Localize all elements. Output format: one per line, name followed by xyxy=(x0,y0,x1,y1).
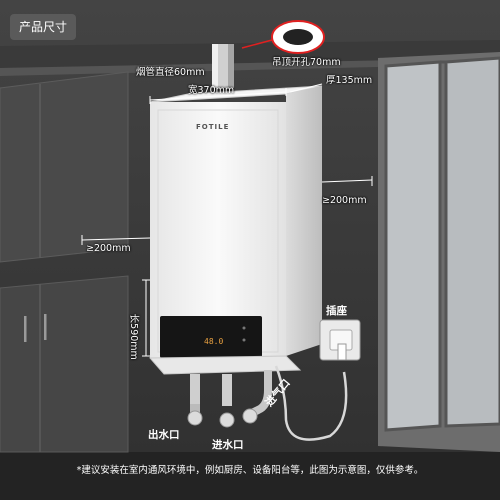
floor xyxy=(0,452,500,500)
panel-button xyxy=(242,326,246,330)
water-heater-side xyxy=(286,86,322,356)
socket-label: 插座 xyxy=(326,305,347,317)
footnote: *建议安装在室内通风环境中，例如厨房、设备阳台等，此图为示意图，仅供参考。 xyxy=(76,465,424,476)
brand-logo: FOTILE xyxy=(196,123,230,131)
flue-pipe-highlight xyxy=(212,44,218,88)
dimension-lines xyxy=(81,83,373,357)
bottom-cover xyxy=(148,355,302,375)
height-label: 长590mm xyxy=(127,313,139,360)
water-inlet-pipe xyxy=(219,374,235,428)
water-outlet-label: 出水口 xyxy=(148,429,180,441)
cabinet-handle xyxy=(24,316,27,342)
display-readout: 48.0 xyxy=(204,337,224,346)
left-lower-cabinet xyxy=(0,275,129,453)
product-size-badge: 产品尺寸 xyxy=(10,14,76,40)
ceiling-hole-callout xyxy=(241,20,325,54)
water-inlet-label: 进水口 xyxy=(212,439,244,451)
right-clearance-label: ≥200mm xyxy=(322,195,367,206)
flue-pipe-shadow xyxy=(228,44,234,88)
flue-pipe-diameter-label: 烟管直径60mm xyxy=(136,67,205,78)
panel-button xyxy=(242,338,246,342)
left-clearance-label: ≥200mm xyxy=(86,243,131,254)
power-cable xyxy=(274,365,348,441)
ceiling-soffit xyxy=(0,40,500,68)
width-label: 宽370mm xyxy=(188,85,235,96)
gas-inlet-pipe xyxy=(242,370,272,424)
water-heater-front xyxy=(150,102,286,358)
ceiling-soffit-edge xyxy=(0,58,500,76)
depth-label: 厚135mm xyxy=(326,75,373,86)
ceiling-hole-label: 吊顶开孔70mm xyxy=(272,57,341,68)
left-cabinet xyxy=(0,71,129,263)
cabinet-handle xyxy=(44,314,47,340)
window xyxy=(378,52,500,452)
socket xyxy=(319,319,361,361)
control-panel xyxy=(160,316,262,358)
water-outlet-pipe xyxy=(187,374,203,426)
